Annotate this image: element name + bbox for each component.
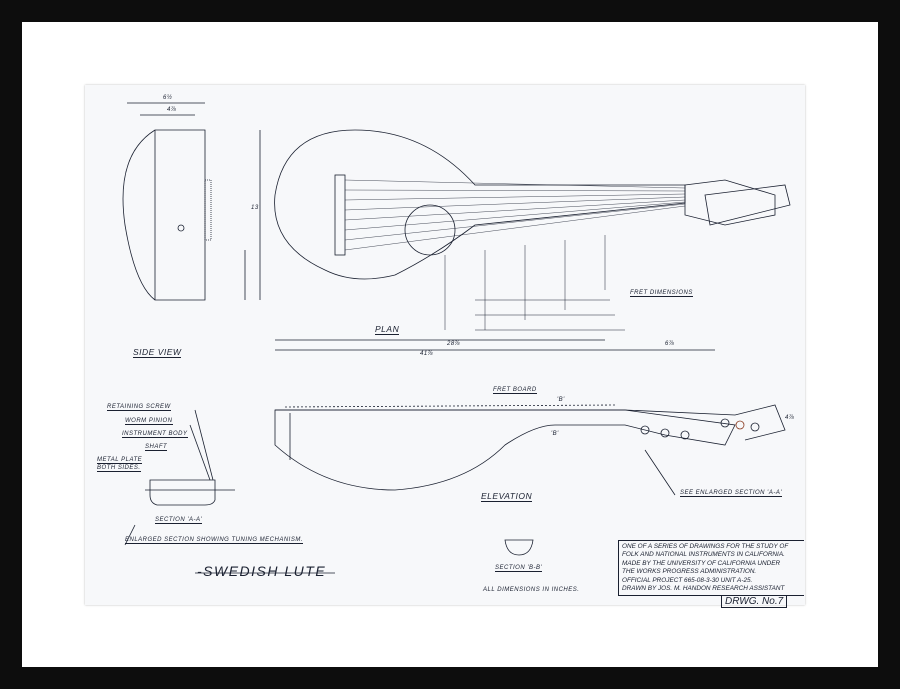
retaining-screw-label: RETAINING SCREW xyxy=(107,404,171,411)
section-bb-label: SECTION 'B-B' xyxy=(495,565,543,572)
info-line: FOLK AND NATIONAL INSTRUMENTS IN CALIFOR… xyxy=(622,551,785,559)
section-aa-drawing xyxy=(124,409,235,546)
plan-label: PLAN xyxy=(375,324,400,335)
instrument-body-label: INSTRUMENT BODY xyxy=(122,431,188,438)
dim-plan-part: 28⅞ xyxy=(447,341,461,347)
blueprint-sheet: SIDE VIEW PLAN ELEVATION SECTION 'A-A' S… xyxy=(85,85,805,608)
dim-side-inner: 4⅞ xyxy=(167,107,177,113)
b-marker-bottom: 'B' xyxy=(551,431,559,437)
both-sides-label: BOTH SIDES. xyxy=(97,465,141,472)
worm-pinion-label: WORM PINION xyxy=(125,418,173,425)
metal-plate-label: METAL PLATE xyxy=(97,457,143,464)
dim-elev-height: 4⅞ xyxy=(785,415,795,421)
info-line: THE WORKS PROGRESS ADMINISTRATION. xyxy=(622,568,757,576)
info-line: ONE OF A SERIES OF DRAWINGS FOR THE STUD… xyxy=(622,543,789,550)
side-view-label: SIDE VIEW xyxy=(133,347,182,358)
info-line: DRAWN BY JOS. M. HANDON RESEARCH ASSISTA… xyxy=(622,585,785,593)
section-aa-label: SECTION 'A-A' xyxy=(155,517,203,524)
info-line: OFFICIAL PROJECT 665-08-3-30 UNIT A-25. xyxy=(622,576,753,584)
drawing-title: -SWEDISH LUTE xyxy=(197,563,327,579)
info-line: MADE BY THE UNIVERSITY OF CALIFORNIA UND… xyxy=(622,559,781,567)
b-marker-top: 'B' xyxy=(557,397,565,403)
plan-view-drawing xyxy=(274,129,791,351)
dim-height: 13 xyxy=(251,205,259,211)
drawing-number: DRWG. No.7 xyxy=(721,596,788,608)
fret-board-label: FRET BOARD xyxy=(493,387,537,394)
dim-side-width: 6½ xyxy=(163,95,173,101)
elevation-drawing xyxy=(274,404,786,496)
section-bb-drawing xyxy=(504,539,534,556)
dim-plan-total: 41⅞ xyxy=(420,351,434,357)
enlarged-section-label: ENLARGED SECTION SHOWING TUNING MECHANIS… xyxy=(125,537,304,544)
units-note: ALL DIMENSIONS IN INCHES. xyxy=(483,587,580,593)
see-enlarged-label: SEE ENLARGED SECTION 'A-A' xyxy=(680,490,782,497)
fret-dimensions-label: FRET DIMENSIONS xyxy=(630,290,693,297)
elevation-label: ELEVATION xyxy=(481,491,533,502)
side-view-drawing xyxy=(122,102,261,301)
lute-drawing xyxy=(122,102,791,574)
shaft-label: SHAFT xyxy=(145,444,168,451)
info-block: ONE OF A SERIES OF DRAWINGS FOR THE STUD… xyxy=(618,540,804,596)
dim-plan-end: 6⅞ xyxy=(665,341,675,347)
